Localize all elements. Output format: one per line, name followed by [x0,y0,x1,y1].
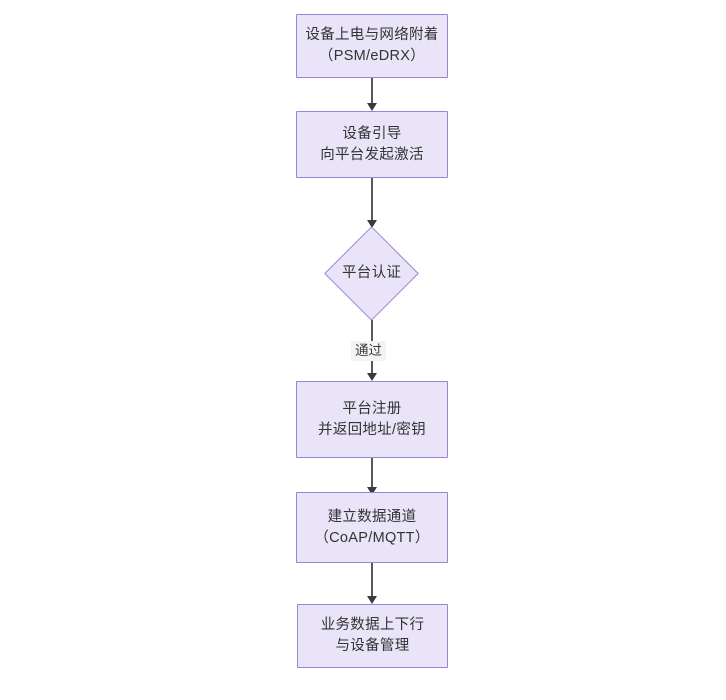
edge-label-pass: 通过 [351,341,386,361]
arrowhead-edge-bootstrap-to-platform-auth [367,220,377,228]
edge-bootstrap-to-platform-auth [371,178,373,225]
node-bootstrap-line1: 设备引导 [342,125,402,142]
node-data-channel[interactable]: 建立数据通道 （CoAP/MQTT） [296,492,448,563]
node-service-data[interactable]: 业务数据上下行 与设备管理 [297,604,448,668]
edge-register-to-data-channel [371,458,373,492]
node-platform-auth[interactable]: 平台认证 [324,226,419,321]
node-data-channel-line2: （CoAP/MQTT） [314,529,430,546]
arrowhead-edge-data-channel-to-service-data [367,596,377,604]
node-bootstrap[interactable]: 设备引导 向平台发起激活 [296,111,448,178]
node-power-on[interactable]: 设备上电与网络附着 （PSM/eDRX） [296,14,448,78]
edge-data-channel-to-service-data [371,563,373,596]
arrowhead-edge-platform-auth-to-register [367,373,377,381]
node-bootstrap-line2: 向平台发起激活 [320,146,424,163]
node-platform-register-line2: 并返回地址/密钥 [318,421,426,438]
node-service-data-line2: 与设备管理 [335,638,410,654]
node-service-data-line1: 业务数据上下行 [320,617,425,633]
node-platform-auth-label: 平台认证 [341,264,402,281]
arrowhead-edge-power-on-to-bootstrap [367,103,377,111]
node-power-on-line1: 设备上电与网络附着 [305,27,439,43]
node-power-on-line2: （PSM/eDRX） [318,48,426,64]
node-platform-register[interactable]: 平台注册 并返回地址/密钥 [296,381,448,458]
node-data-channel-line1: 建立数据通道 [327,508,417,525]
node-platform-register-line1: 平台注册 [342,400,402,417]
arrowhead-edge-register-to-data-channel [367,487,377,495]
edge-power-on-to-bootstrap [371,78,373,106]
